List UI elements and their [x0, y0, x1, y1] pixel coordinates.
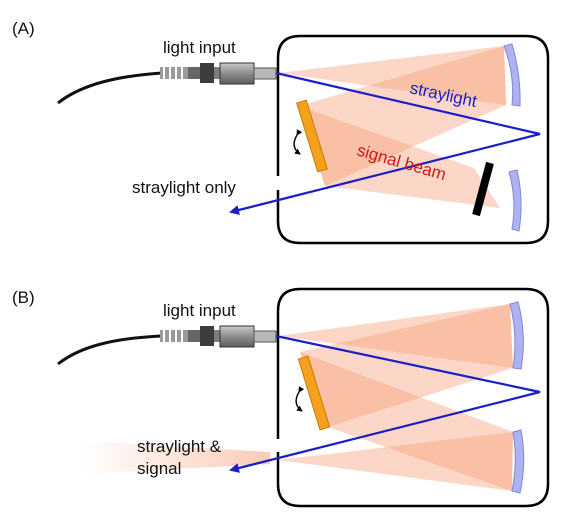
enclosure — [276, 287, 550, 508]
grating — [296, 99, 328, 173]
fiber-connector — [160, 62, 277, 85]
beam-block — [472, 161, 494, 217]
rotation-arrow-icon — [295, 386, 305, 412]
panel-a: (A) — [12, 19, 550, 245]
output-label-line2: signal — [137, 459, 181, 478]
input-beam — [278, 46, 506, 105]
fiber-cable — [57, 71, 163, 105]
enclosure — [276, 34, 550, 245]
panel-b-beams — [278, 304, 513, 491]
panel-a-beams — [278, 46, 506, 208]
output-label-line1: straylight & — [137, 437, 222, 456]
fiber-cable — [57, 334, 163, 366]
straylight-ray — [229, 71, 541, 215]
signal-beam — [300, 352, 513, 491]
output-label: straylight only — [132, 178, 236, 197]
collimating-mirror — [503, 43, 521, 107]
panel-b-label: (B) — [12, 288, 35, 307]
straylight-ray — [229, 334, 541, 473]
panel-b: (B) — [12, 287, 550, 508]
input-label: light input — [163, 38, 236, 57]
collimated-beam-to-grating — [300, 304, 513, 427]
collimated-beam-to-grating — [299, 46, 506, 186]
output-beam — [82, 441, 270, 474]
input-label: light input — [163, 301, 236, 320]
rotation-arrow-icon — [293, 129, 303, 155]
fiber-connector — [160, 325, 277, 348]
input-beam — [278, 304, 513, 368]
panel-a-label: (A) — [12, 19, 35, 38]
grating — [297, 355, 331, 431]
focused-output-beam — [278, 432, 513, 491]
collimating-mirror — [509, 301, 524, 370]
focusing-mirror — [511, 429, 525, 494]
focusing-mirror — [508, 169, 522, 232]
